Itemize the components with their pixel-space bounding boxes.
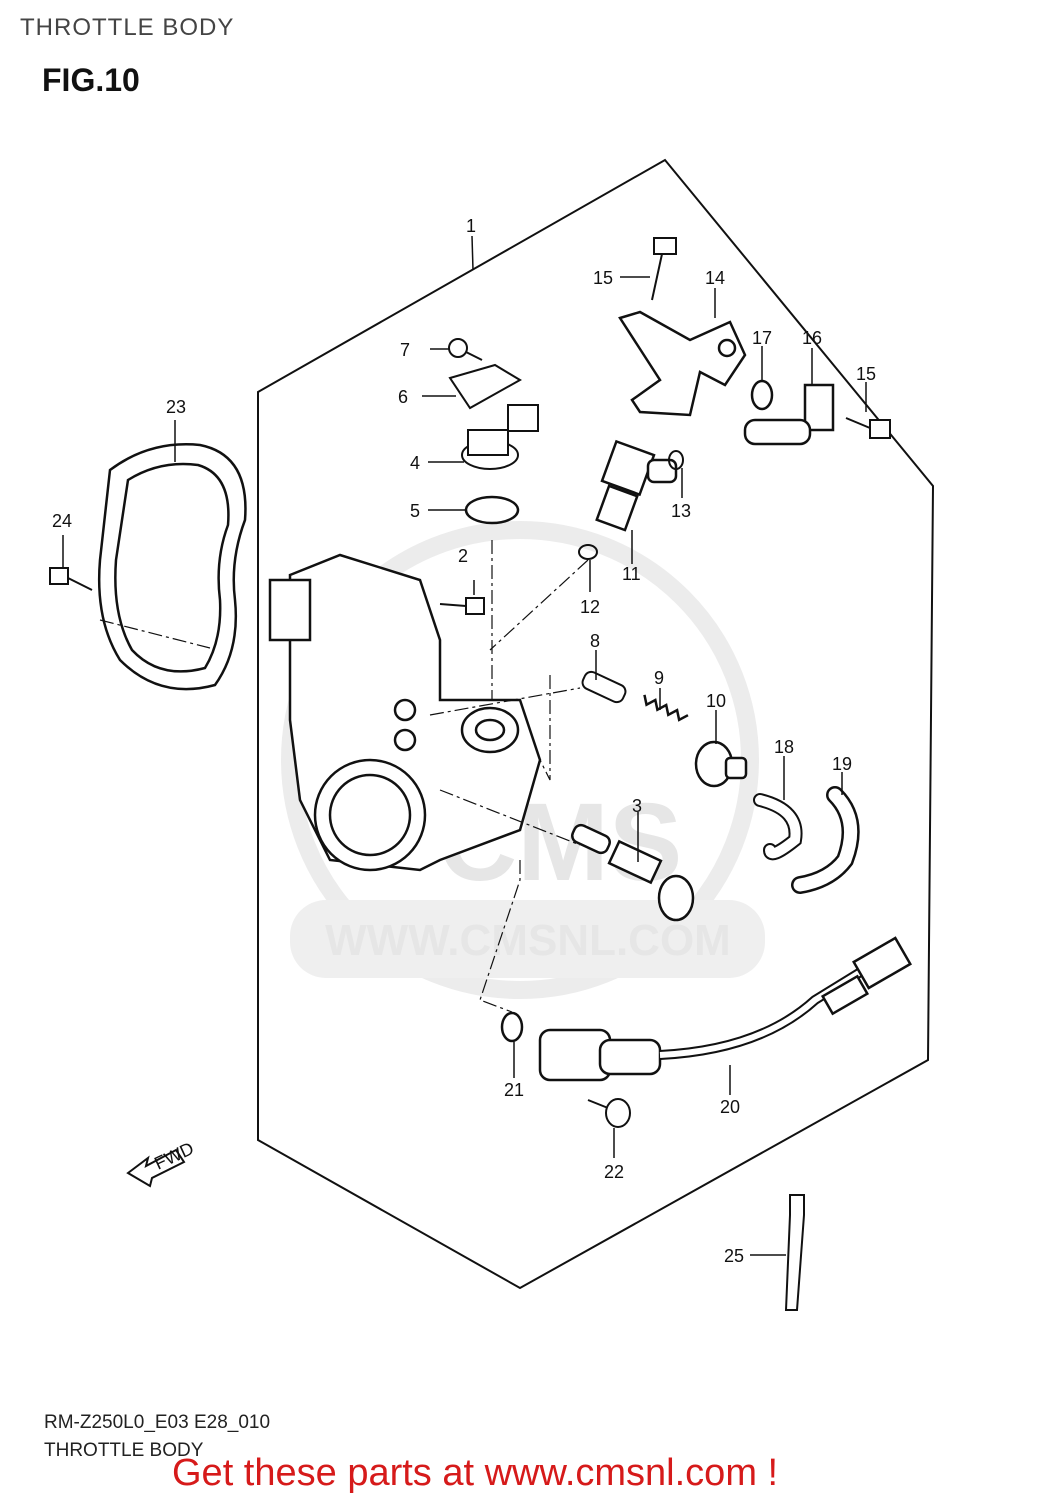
footer-title: THROTTLE BODY <box>44 1440 204 1461</box>
promo-link[interactable]: Get these parts at www.cmsnl.com ! <box>172 1452 779 1494</box>
part-6-clamp <box>448 363 522 410</box>
part-13-oring <box>668 450 684 470</box>
part-5-oring <box>464 495 520 525</box>
callout-12: 12 <box>580 597 600 617</box>
figure-label: FIG.10 <box>42 62 140 98</box>
part-21-oring <box>500 1011 524 1043</box>
callout-5: 5 <box>410 501 420 521</box>
callout-6: 6 <box>398 387 408 407</box>
model-code: RM-Z250L0_E03 E28_010 <box>44 1412 271 1433</box>
callout-14: 14 <box>705 268 725 288</box>
part-9-spring <box>643 694 689 722</box>
watermark: CMS WWW.CMSNL.COM <box>281 521 765 999</box>
part-15-bolt-top <box>651 237 677 301</box>
part-14-bracket <box>618 310 747 417</box>
fwd-label: FWD <box>151 1138 197 1173</box>
part-20-sensor <box>538 936 912 1082</box>
throttle-body <box>268 553 542 872</box>
part-10-knob <box>694 740 748 788</box>
part-22-screw <box>587 1098 631 1128</box>
callout-2: 2 <box>458 546 468 566</box>
callout-15-top: 15 <box>593 268 613 288</box>
callout-7: 7 <box>400 340 410 360</box>
page-title: THROTTLE BODY <box>20 14 235 41</box>
callout-18: 18 <box>774 737 794 757</box>
callout-8: 8 <box>590 631 600 651</box>
part-17-oring <box>750 379 774 411</box>
callout-11: 11 <box>622 564 641 584</box>
part-7-screw <box>448 338 483 361</box>
callout-15-right: 15 <box>856 364 876 384</box>
part-16-fitting <box>743 383 835 446</box>
part-4-sensor <box>461 404 539 470</box>
callout-3: 3 <box>632 796 642 816</box>
part-3-adjuster <box>571 823 695 922</box>
part-11-injector <box>595 439 678 532</box>
callout-20: 20 <box>720 1097 740 1117</box>
leader-lines <box>62 235 867 1256</box>
callout-13: 13 <box>671 501 691 521</box>
callout-1: 1 <box>466 216 476 236</box>
callout-23: 23 <box>166 397 186 417</box>
callout-4: 4 <box>410 453 420 473</box>
part-15-bolt-right <box>845 417 891 439</box>
callout-9: 9 <box>654 668 664 688</box>
callout-16: 16 <box>802 328 822 348</box>
assembly-outline <box>257 158 935 1290</box>
callout-21: 21 <box>504 1080 524 1100</box>
center-lines <box>99 540 589 1013</box>
part-8-pin <box>581 670 627 704</box>
watermark-url: WWW.CMSNL.COM <box>325 916 731 965</box>
callout-25: 25 <box>724 1246 744 1266</box>
callout-22: 22 <box>604 1162 624 1182</box>
part-2-screw <box>439 597 485 615</box>
part-12-oring <box>578 544 598 560</box>
fwd-arrow-icon: FWD <box>126 1138 197 1188</box>
part-25-tie <box>784 1194 805 1311</box>
callout-19: 19 <box>832 754 852 774</box>
part-24-bolt <box>49 567 93 591</box>
callout-10: 10 <box>706 691 726 711</box>
part-23-cover <box>97 443 247 691</box>
callout-24: 24 <box>52 511 72 531</box>
callout-17: 17 <box>752 328 772 348</box>
